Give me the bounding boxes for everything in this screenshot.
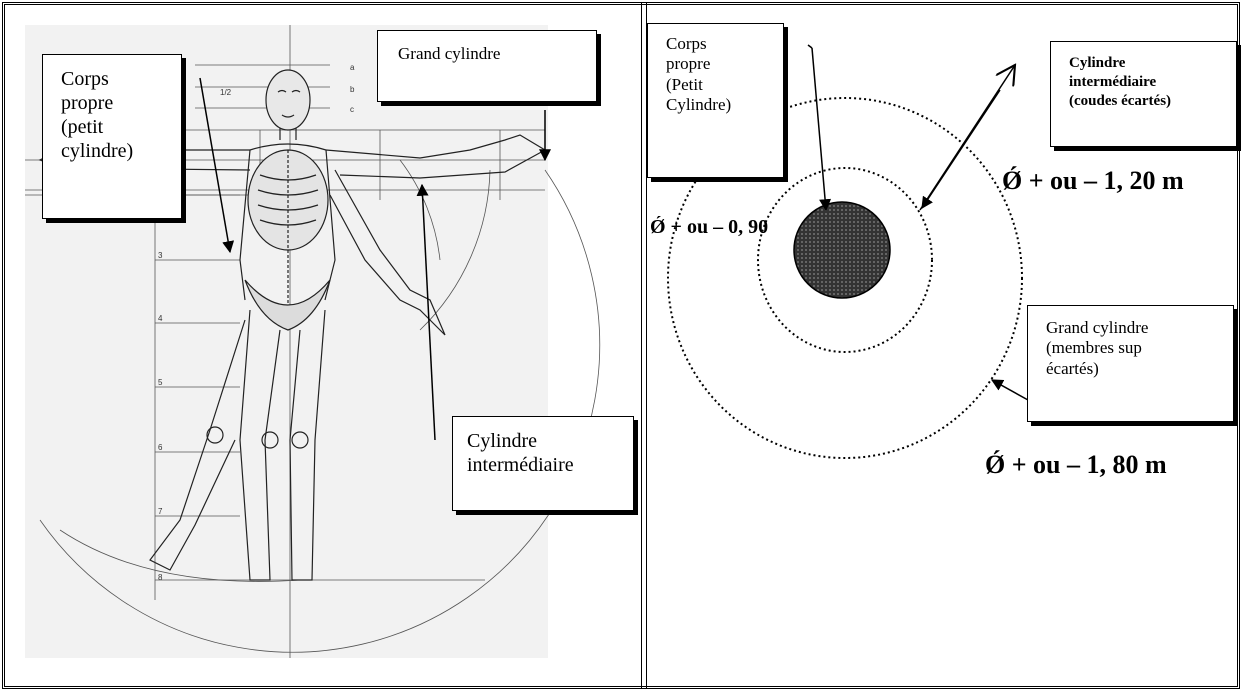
dimension-large: Ǿ + ou – 1, 80 m: [985, 450, 1167, 480]
label-grand-cylindre-left: Grand cylindre: [377, 30, 597, 102]
ruler-mark-a: a: [350, 63, 355, 72]
dimension-medium: Ǿ + ou – 1, 20 m: [1002, 166, 1184, 196]
ruler-mark-4: 4: [158, 314, 163, 323]
label-line: cylindre): [61, 139, 181, 163]
label-line: Cylindre: [1069, 54, 1236, 73]
label-line: intermédiaire: [467, 453, 633, 477]
label-corps-propre-left: Corps propre (petit cylindre): [42, 54, 182, 219]
ruler-mark-8: 8: [158, 573, 163, 582]
arrow-grand-cylindre-right: [992, 380, 1028, 400]
label-line: Cylindre): [666, 95, 783, 115]
label-line: Grand cylindre: [398, 44, 500, 63]
label-corps-propre-right: Corps propre (Petit Cylindre): [647, 23, 784, 178]
label-line: écartés): [1046, 359, 1211, 379]
label-line: (petit: [61, 115, 181, 139]
label-cylindre-intermediaire-right: Cylindre intermédiaire (coudes écartés): [1050, 41, 1237, 147]
ruler-mark-c: c: [350, 105, 354, 114]
label-line: (coudes écartés): [1069, 92, 1236, 111]
arrow-corps-propre-right: [812, 48, 826, 210]
ruler-mark-3: 3: [158, 251, 163, 260]
arrow-inter-in: [922, 90, 1000, 208]
label-line: Grand cylindre: [1046, 318, 1211, 338]
label-cylindre-intermediaire-left: Cylindre intermédiaire: [452, 416, 634, 511]
label-line: (Petit: [666, 75, 783, 95]
label-line: propre: [666, 54, 783, 74]
ruler-mark-b: b: [350, 85, 355, 94]
label-line: intermédiaire: [1069, 73, 1236, 92]
dimension-small: Ǿ + ou – 0, 90: [650, 216, 815, 239]
label-line: (membres sup: [1046, 338, 1211, 358]
ruler-mark-7: 7: [158, 507, 163, 516]
label-line: Cylindre: [467, 429, 633, 453]
label-line: propre: [61, 91, 181, 115]
label-line: Corps: [61, 67, 181, 91]
label-line: Corps: [666, 34, 783, 54]
label-text: (membres sup: [1046, 338, 1142, 358]
label-grand-cylindre-right: Grand cylindre (membres sup écartés): [1027, 305, 1234, 422]
ruler-mark-half: 1/2: [220, 88, 232, 97]
ruler-mark-5: 5: [158, 378, 163, 387]
ruler-mark-6: 6: [158, 443, 163, 452]
